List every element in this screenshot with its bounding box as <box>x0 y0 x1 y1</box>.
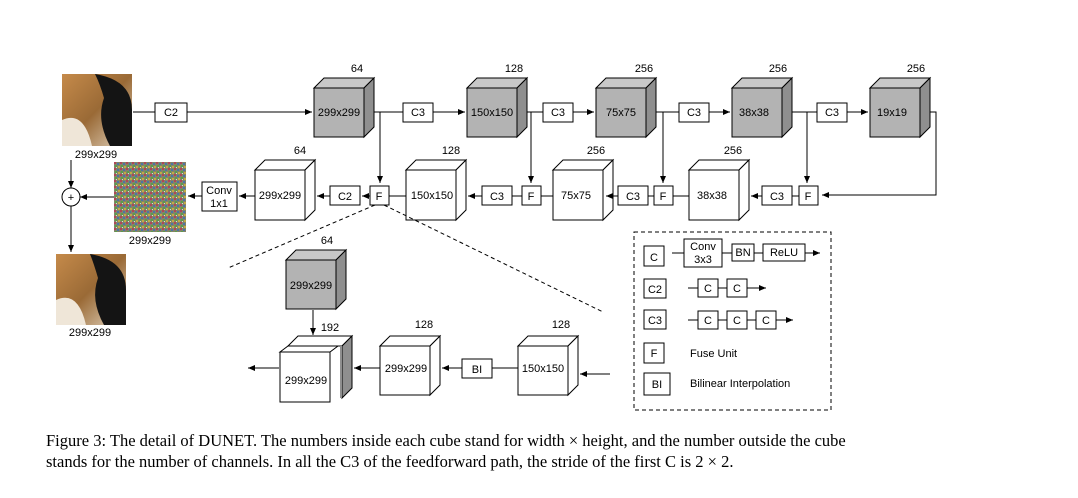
legend-c2-key-label: C2 <box>648 284 662 296</box>
encoder-c3-label-1: C3 <box>411 107 425 119</box>
noise-image-size: 299x299 <box>129 235 171 247</box>
fuse-mid-cube <box>378 334 442 397</box>
conv1x1-label-line2: 1x1 <box>210 198 228 210</box>
encoder-cube-3 <box>594 76 658 139</box>
decoder-c2-label: C2 <box>338 191 352 203</box>
decoder-cube-1-size: 299x299 <box>259 190 301 202</box>
decoder-cube-4-size: 38x38 <box>697 190 727 202</box>
decoder-f-block-4 <box>798 185 819 206</box>
legend-box <box>633 231 832 411</box>
encoder-cube-5-channels: 256 <box>907 63 925 75</box>
decoder-c3-label-3: C3 <box>770 191 784 203</box>
input-image-size: 299x299 <box>75 149 117 161</box>
legend-c3-key <box>643 309 667 330</box>
encoder-cube-2-size: 150x150 <box>471 107 513 119</box>
encoder-cube-4 <box>730 76 794 139</box>
output-image-size: 299x299 <box>69 327 111 339</box>
fuse-top-cube-size: 299x299 <box>290 280 332 292</box>
fuse-bi-label: BI <box>472 364 482 376</box>
decoder-cube-1-channels: 64 <box>294 145 306 157</box>
legend-f-key <box>643 342 665 364</box>
caption-line-1: Figure 3: The detail of DUNET. The numbe… <box>46 431 846 450</box>
legend-conv-block <box>683 238 723 268</box>
encoder-c2-label: C2 <box>164 107 178 119</box>
fuse-right-cube <box>516 334 580 397</box>
encoder-cube-2 <box>465 76 529 139</box>
legend-c-key <box>643 245 665 267</box>
sum-symbol: + <box>68 192 74 204</box>
legend-c2-c2-label: C <box>733 283 741 295</box>
decoder-c3-label-1: C3 <box>490 191 504 203</box>
legend-f-description: Fuse Unit <box>690 348 737 360</box>
fuse-right-cube-size: 150x150 <box>522 363 564 375</box>
zoom-line-right <box>383 204 604 313</box>
caption-line-2: stands for the number of channels. In al… <box>46 452 734 471</box>
encoder-cube-1 <box>312 76 376 139</box>
legend-bi-key <box>643 372 671 396</box>
fuse-concat-channels: 192 <box>321 322 339 334</box>
fuse-right-cube-channels: 128 <box>552 319 570 331</box>
encoder-cube-4-channels: 256 <box>769 63 787 75</box>
legend-bi-description: Bilinear Interpolation <box>690 378 790 390</box>
legend-conv-line2: 3x3 <box>694 254 712 266</box>
bottleneck-to-decoder-arrow <box>822 111 937 198</box>
legend-c3-key-label: C3 <box>648 315 662 327</box>
legend-c-key-label: C <box>650 252 658 264</box>
conv1x1-block <box>201 181 238 212</box>
decoder-f-label-4: F <box>805 191 812 203</box>
decoder-cube-2-size: 150x150 <box>411 190 453 202</box>
legend-c2-c1-label: C <box>704 283 712 295</box>
decoder-f-label-2: F <box>528 191 535 203</box>
fuse-top-cube-channels: 64 <box>321 235 333 247</box>
encoder-c3-label-4: C3 <box>825 107 839 119</box>
fuse-top-cube <box>284 248 348 311</box>
legend-c3-c1-label: C <box>704 315 712 327</box>
fuse-mid-cube-channels: 128 <box>415 319 433 331</box>
encoder-cube-1-channels: 64 <box>351 63 363 75</box>
encoder-cube-4-size: 38x38 <box>739 107 769 119</box>
encoder-cube-2-channels: 128 <box>505 63 523 75</box>
legend-c2-key <box>643 278 667 299</box>
decoder-cube-3-channels: 256 <box>587 145 605 157</box>
fuse-mid-cube-size: 299x299 <box>385 363 427 375</box>
encoder-cube-1-size: 299x299 <box>318 107 360 119</box>
encoder-cube-5-size: 19x19 <box>877 107 907 119</box>
decoder-f-label-3: F <box>660 191 667 203</box>
encoder-cube-3-channels: 256 <box>635 63 653 75</box>
decoder-cube-2-channels: 128 <box>442 145 460 157</box>
legend-c3-c3-label: C <box>762 315 770 327</box>
decoder-c2-block <box>329 185 361 206</box>
decoder-cube-3-size: 75x75 <box>561 190 591 202</box>
fuse-concat-size: 299x299 <box>285 375 327 387</box>
conv1x1-label-line1: Conv <box>206 185 232 197</box>
encoder-cube-5 <box>868 76 932 139</box>
input-panda-image <box>62 74 132 146</box>
legend-bn-label: BN <box>735 247 750 259</box>
decoder-cube-4-channels: 256 <box>724 145 742 157</box>
decoder-f-label-1: F <box>376 191 383 203</box>
decoder-c3-label-2: C3 <box>626 191 640 203</box>
legend-c3-c2-label: C <box>733 315 741 327</box>
legend-relu-label: ReLU <box>770 247 798 259</box>
legend-bi-key-label: BI <box>652 379 662 391</box>
fuse-concat-cube <box>278 334 354 403</box>
zoom-line-left <box>227 204 376 269</box>
decoder-cube-1 <box>253 158 317 222</box>
decoder-cube-2 <box>404 158 468 222</box>
dunet-diagram: 299x299 299x299 299x299 + C2 299x299 64 … <box>56 63 937 411</box>
legend-conv-line1: Conv <box>690 241 716 253</box>
noise-image <box>114 162 186 232</box>
legend-f-key-label: F <box>651 348 658 360</box>
encoder-cube-3-size: 75x75 <box>606 107 636 119</box>
figure-caption: Figure 3: The detail of DUNET. The numbe… <box>46 430 1046 472</box>
encoder-c3-label-2: C3 <box>551 107 565 119</box>
decoder-cube-4 <box>687 158 751 222</box>
encoder-c3-label-3: C3 <box>687 107 701 119</box>
output-panda-image <box>56 254 126 325</box>
decoder-cube-3 <box>551 158 615 222</box>
